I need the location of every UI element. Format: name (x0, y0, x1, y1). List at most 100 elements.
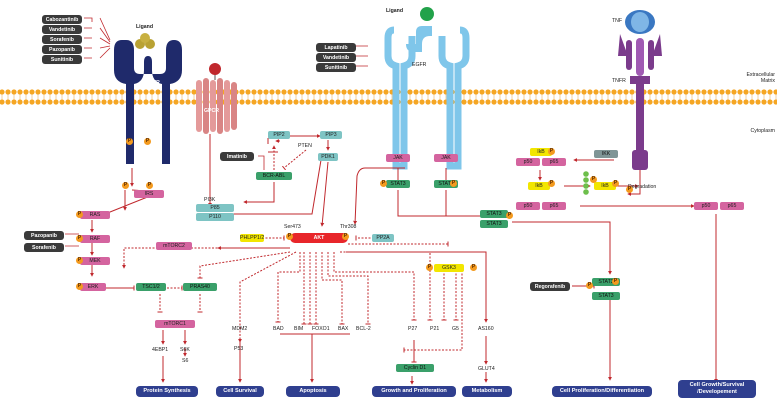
lipid-head (533, 99, 539, 105)
lipid-head (563, 89, 569, 95)
phospho-p-marker: P (506, 212, 513, 219)
lipid-head (503, 89, 509, 95)
lipid-head (281, 89, 287, 95)
phospho-p-marker: P (144, 138, 151, 145)
lipid-head (323, 89, 329, 95)
lipid-head (287, 89, 293, 95)
lipid-head (617, 89, 623, 95)
lipid-head (497, 89, 503, 95)
lipid-head (407, 89, 413, 95)
lipid-head (431, 99, 437, 105)
vegfr-receptor (114, 33, 182, 164)
lipid-head (65, 89, 71, 95)
lipid-head (587, 99, 593, 105)
target-bcl2: BCL-2 (356, 326, 371, 332)
lipid-head (473, 89, 479, 95)
lipid-head (29, 99, 35, 105)
phospho-p-marker: P (76, 235, 83, 242)
drug-egfr-0: Lapatinib (316, 43, 356, 52)
lipid-head (743, 99, 749, 105)
phospho-p-marker: P (590, 176, 597, 183)
phospho-p-marker: P (146, 182, 153, 189)
lipid-head (419, 99, 425, 105)
lipid-head (575, 89, 581, 95)
drug-raf-0: Pazopanib (24, 231, 64, 240)
node-p65-b: p65 (542, 202, 566, 210)
lipid-head (629, 89, 635, 95)
label-ser473: Ser473 (284, 224, 301, 230)
lipid-head (515, 99, 521, 105)
lipid-head (41, 89, 47, 95)
lipid-head (611, 89, 617, 95)
lipid-head (707, 99, 713, 105)
lipid-head (461, 89, 467, 95)
lipid-head (365, 89, 371, 95)
lipid-head (77, 89, 83, 95)
target-p53: P53 (234, 346, 244, 352)
lipid-head (11, 99, 17, 105)
node-bcr-abl: BCR-ABL (256, 172, 292, 180)
phospho-p-marker: P (612, 180, 619, 187)
lipid-head (623, 89, 629, 95)
lipid-head (743, 89, 749, 95)
node-mtorc2: mTORC2 (156, 242, 192, 250)
lipid-head (47, 89, 53, 95)
lipid-head (83, 99, 89, 105)
lipid-head (257, 99, 263, 105)
phospho-p-marker: P (76, 257, 83, 264)
lipid-head (599, 89, 605, 95)
lipid-head (437, 89, 443, 95)
lipid-head (419, 89, 425, 95)
lipid-head (101, 99, 107, 105)
lipid-head (407, 99, 413, 105)
lipid-head (23, 99, 29, 105)
cytoplasm-label: Cytoplasm (750, 128, 775, 134)
lipid-head (383, 99, 389, 105)
tnfr-label: TNFR (612, 78, 626, 84)
lipid-head (107, 99, 113, 105)
lipid-head (35, 89, 41, 95)
ligand-egfr-label: Ligand (386, 8, 404, 14)
lipid-head (0, 99, 5, 105)
lipid-head (647, 99, 653, 105)
lipid-head (731, 99, 737, 105)
phospho-p-marker: P (426, 264, 433, 271)
lipid-head (647, 89, 653, 95)
gpcr-label: GPCR (204, 108, 219, 114)
lipid-head (425, 99, 431, 105)
lipid-head (353, 89, 359, 95)
lipid-head (35, 99, 41, 105)
target-g5: G5 (452, 326, 459, 332)
lipid-head (359, 99, 365, 105)
ubiquitin-chain (583, 171, 589, 195)
node-stat3-f: STAT3 (592, 292, 620, 300)
phospho-p-marker: P (76, 283, 83, 290)
lipid-head (527, 89, 533, 95)
lipid-head (269, 99, 275, 105)
node-p50-c: p50 (694, 202, 718, 210)
node-pip3: PIP3 (320, 131, 342, 139)
lipid-head (371, 89, 377, 95)
lipid-head (509, 99, 515, 105)
lipid-head (467, 99, 473, 105)
lipid-head (677, 99, 683, 105)
lipid-head (575, 99, 581, 105)
phospho-p-marker: P (126, 138, 133, 145)
lipid-head (521, 89, 527, 95)
drug-vegfr-2: Sorafenib (42, 35, 82, 44)
lipid-head (305, 89, 311, 95)
lipid-head (755, 89, 761, 95)
lipid-head (659, 89, 665, 95)
lipid-head (761, 89, 767, 95)
lipid-head (17, 89, 23, 95)
lipid-head (335, 89, 341, 95)
lipid-head (113, 89, 119, 95)
drug-vegfr-4: Sunitinib (42, 55, 82, 64)
lipid-head (605, 89, 611, 95)
node-erk: ERK (80, 283, 106, 291)
lipid-head (77, 99, 83, 105)
target-s6: S6 (182, 358, 189, 364)
target-bax: BAX (338, 326, 349, 332)
lipid-head (329, 99, 335, 105)
